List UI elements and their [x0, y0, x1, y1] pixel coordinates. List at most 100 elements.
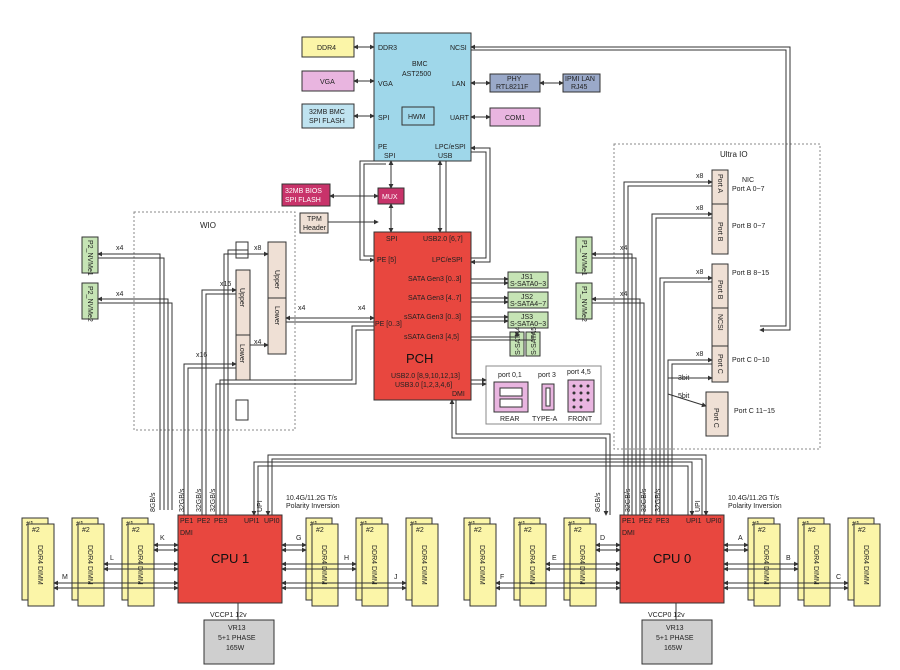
usb-port01: port 0,1	[498, 372, 522, 379]
tpm-l2: Header	[303, 225, 327, 232]
bmc-block	[373, 32, 472, 162]
usb-typea: TYPE-A	[532, 416, 558, 423]
bmc-spi: SPI	[378, 115, 389, 122]
bmc-ddr3: DDR3	[378, 45, 397, 52]
dimm-number: #2	[82, 527, 90, 534]
pch-pe03: PE [0..3]	[375, 321, 402, 328]
dimm-slot	[27, 523, 55, 607]
ssata5-label: S-SATA5	[531, 327, 538, 355]
cpu0-polarity: Polarity Inversion	[728, 503, 782, 510]
usb-port3: port 3	[538, 372, 556, 379]
ch-b: B	[786, 555, 791, 562]
p2-nvme2-label: P2_NVMe2	[86, 286, 93, 322]
wio-slot-upper-lower-2	[235, 269, 251, 381]
wio-title: WIO	[200, 221, 216, 230]
dimm-number: #2	[524, 527, 532, 534]
cpu1-vr4: 165W	[226, 645, 245, 652]
ssata4-label: S-SATA4	[515, 327, 522, 355]
dimm-slot	[411, 523, 439, 607]
ultra-x8b: x8	[696, 205, 704, 212]
js3-l1: JS3	[521, 314, 533, 321]
wio-small-box-2	[235, 399, 249, 421]
dimm-slot	[803, 523, 831, 607]
dimm-label: DDR4 DIMM	[578, 545, 585, 585]
ultra-porta-r: Port A 0~7	[732, 186, 765, 193]
dimm-number: #2	[416, 527, 424, 534]
ultra-x8d: x8	[696, 351, 704, 358]
cpu0-pe2: PE2	[639, 518, 652, 525]
dimm-number: #2	[474, 527, 482, 534]
cpu0-upi0: UPI0	[706, 518, 722, 525]
dimm-number: #2	[316, 527, 324, 534]
cpu1-pe3: PE3	[214, 518, 227, 525]
cpu0-vr1: VCCP0 12v	[648, 612, 685, 619]
cpu1-polarity: Polarity Inversion	[286, 503, 340, 510]
memory-links	[53, 542, 849, 591]
cpu1-upi1: UPI1	[244, 518, 260, 525]
pch-dmi: DMI	[452, 391, 465, 398]
dimm-label: DDR4 DIMM	[528, 545, 535, 585]
js1-l2: S-SATA0~3	[510, 281, 546, 288]
wio-x4c: x4	[358, 305, 366, 312]
dimm-label: DDR4 DIMM	[320, 545, 327, 585]
dimm-label: DDR4 DIMM	[478, 545, 485, 585]
cpu0-vr4: 165W	[664, 645, 683, 652]
wio-x4b: x4	[298, 305, 306, 312]
p2-nvme1-label: P2_NVMe1	[86, 240, 93, 276]
dimm-slot	[519, 523, 547, 607]
ultra-portc2-r: Port C 11~15	[734, 408, 775, 415]
ultra-portb2-r: Port B 8~15	[732, 270, 769, 277]
dimm-slot	[77, 523, 105, 607]
pch-ssata2: sSATA Gen3 [4,5]	[404, 334, 459, 341]
com1-label: COM1	[505, 115, 525, 122]
wio-lower-1: Lower	[273, 306, 280, 326]
wio-x8: x8	[254, 245, 262, 252]
cpu1-32gbs-a: 32GB/s	[179, 488, 186, 512]
cpu0-upi-label: UPI	[695, 500, 702, 512]
ultra-portc-label: Port C	[716, 354, 723, 374]
ch-l: L	[110, 555, 114, 562]
cpu1-pe1: PE1	[180, 518, 193, 525]
ch-h: H	[344, 555, 349, 562]
js2-l1: JS2	[521, 294, 533, 301]
cpu0-vr3: 5+1 PHASE	[656, 635, 694, 642]
dimm-label: DDR4 DIMM	[136, 545, 143, 585]
dimm-number: #2	[32, 527, 40, 534]
cpu0-32gbs-b: 32GB/s	[641, 488, 648, 512]
bmc-ncsi: NCSI	[450, 45, 467, 52]
tpm-block	[299, 212, 329, 234]
mux-label: MUX	[382, 194, 398, 201]
hwm-block	[401, 106, 435, 126]
wio-upper-2: Upper	[238, 288, 245, 308]
ultra-ncsi-label: NCSI	[716, 314, 723, 331]
dimm-number: #2	[758, 527, 766, 534]
pch-block	[373, 231, 472, 401]
pch-lpc: LPC/eSPI	[432, 257, 463, 264]
ultra-portb	[711, 203, 729, 255]
ultra-x8a: x8	[696, 173, 704, 180]
cpu1-32gbs-c: 32GB/s	[210, 488, 217, 512]
dimm-label: DDR4 DIMM	[862, 545, 869, 585]
bmc-lpc: LPC/eSPI	[435, 144, 466, 151]
dimm-label: DDR4 DIMM	[36, 545, 43, 585]
cpu1-vr2: VR13	[228, 625, 246, 632]
dimm-label: DDR4 DIMM	[420, 545, 427, 585]
pch-usb20: USB2.0 [6,7]	[423, 236, 463, 243]
bmc-lan: LAN	[452, 81, 466, 88]
phy-l1: PHY	[507, 76, 522, 83]
ultra-portc2	[705, 391, 729, 437]
ultra-portc2-label: Port C	[712, 408, 719, 428]
ipmi-l2: RJ45	[571, 84, 587, 91]
ultra-io-title: Ultra IO	[720, 150, 748, 159]
ch-m: M	[62, 574, 68, 581]
cpu0-vr2: VR13	[666, 625, 684, 632]
cpu1-title: CPU 1	[211, 551, 249, 566]
cpu1-dmi: DMI	[180, 530, 193, 537]
pch-usb30: USB3.0 [1,2,3,4,6]	[395, 382, 452, 389]
bios-flash-l1: 32MB BIOS	[285, 188, 322, 195]
ultra-portb-r: Port B 0~7	[732, 223, 765, 230]
dimm-label: DDR4 DIMM	[762, 545, 769, 585]
bios-flash-l2: SPI FLASH	[285, 197, 321, 204]
